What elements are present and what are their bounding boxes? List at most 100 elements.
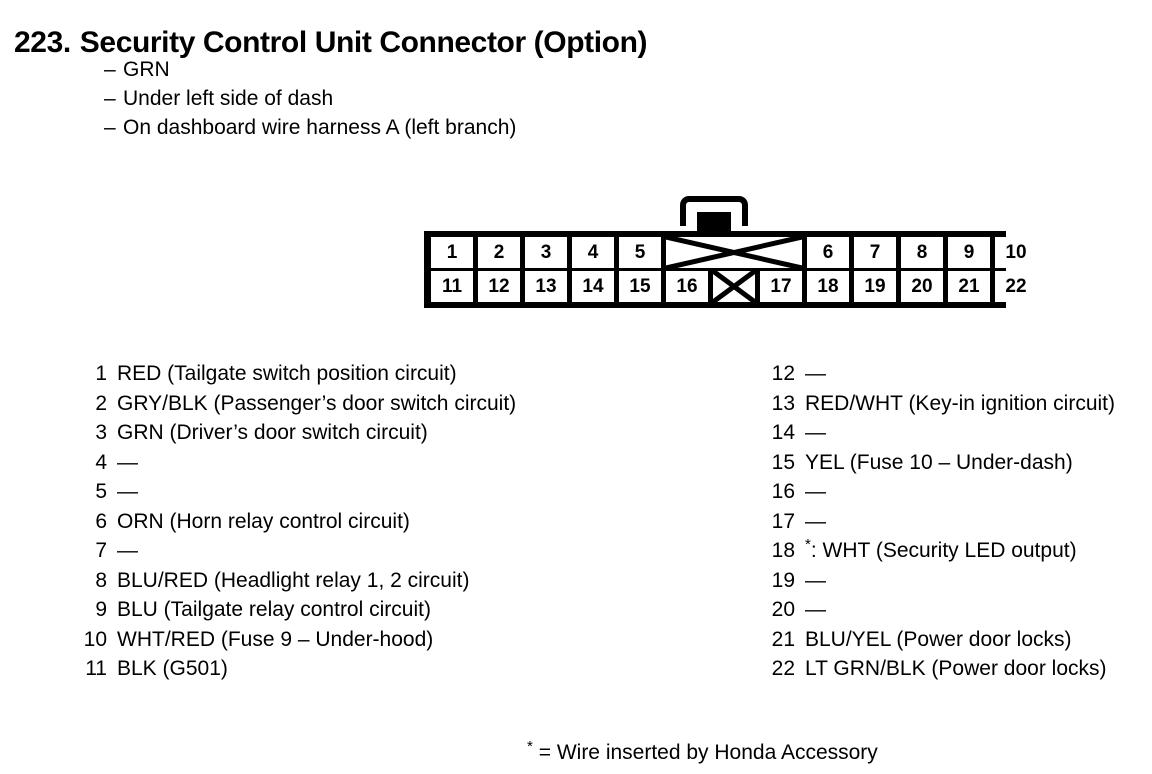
pin-description: — [117,480,138,503]
connector-pin-cell: 14 [572,271,614,302]
subtitle-line: –On dashboard wire harness A (left branc… [104,113,516,142]
connector-blank-cell [713,271,755,302]
pin-number: 3 [95,421,107,444]
pin-row: 8 BLU/RED (Headlight relay 1, 2 circuit) [78,566,516,596]
pin-row: 7— [78,536,516,566]
pin-number: 15 [771,450,795,474]
pin-description: — [117,450,138,474]
pin-description: — [805,509,826,533]
connector-pin-cell: 6 [807,237,849,268]
pin-row: 18 *: WHT (Security LED output) [766,536,1115,566]
connector-pin-cell: 5 [619,237,661,268]
pin-number: 4 [95,450,107,474]
pin-number: 22 [771,657,795,680]
connector-pin-cell: 9 [948,237,990,268]
pin-row: 3 GRN (Driver’s door switch circuit) [78,418,516,448]
connector-pin-cell: 3 [525,237,567,268]
connector-blank-cell [666,237,802,268]
pin-description-text: : WHT (Security LED output) [810,539,1077,562]
pin-description: GRN (Driver’s door switch circuit) [117,421,428,444]
subtitle-line-text: GRN [123,58,170,81]
connector-pin-cell: 19 [854,271,896,302]
pin-number: 2 [95,391,107,415]
subtitle-line-text: Under left side of dash [123,87,334,110]
pin-number: 8 [95,568,107,592]
pin-description: — [117,539,138,562]
connector-pin-cell: 20 [901,271,943,302]
pin-description: — [805,568,826,592]
connector-pin-cell: 2 [478,237,520,268]
pin-description: BLU/RED (Headlight relay 1, 2 circuit) [117,568,470,592]
pin-number: 9 [95,598,107,621]
subtitle-list: –GRN–Under left side of dash–On dashboar… [104,55,516,142]
pin-description: YEL (Fuse 10 – Under-dash) [805,450,1073,474]
connector-pin-cell: 8 [901,237,943,268]
pin-number: 14 [771,421,795,444]
connector-pin-cell: 22 [995,271,1037,302]
pin-number: 6 [95,509,107,533]
pin-number: 21 [771,627,795,651]
page-title-text: Security Control Unit Connector (Option) [79,26,648,60]
connector-latch-icon [680,196,748,236]
pin-row: 11 BLK (G501) [78,654,516,684]
connector-pin-cell: 17 [760,271,802,302]
pin-description: GRY/BLK (Passenger’s door switch circuit… [117,391,517,415]
pin-row: 12 — [766,359,1115,389]
pin-description: *: WHT (Security LED output) [805,536,1077,566]
pin-number: 5 [95,480,107,503]
pin-number: 20 [771,598,795,621]
pin-row: 19 — [766,566,1115,596]
pin-list-left: 1 RED (Tailgate switch position circuit) 2… [78,359,517,684]
pin-number: 13 [771,391,795,415]
pin-description: BLK (G501) [117,657,228,680]
pin-description: BLU (Tailgate relay control circuit) [117,598,431,621]
pin-row: 21 BLU/YEL (Power door locks) [766,625,1115,655]
pin-description: — [805,362,826,385]
connector-pin-cell: 1 [431,237,473,268]
pin-row: 4— [78,448,516,478]
pin-description: BLU/YEL (Power door locks) [805,627,1072,651]
connector-pin-cell: 21 [948,271,990,302]
pin-list-right: 12 — 13 RED/WHT (Key-in ignition circuit) 14… [766,359,1115,684]
pin-number: 11 [85,657,107,680]
bullet-dash-icon: – [104,116,116,139]
connector-pin-cell: 12 [478,271,520,302]
subtitle-line: –GRN [104,55,516,84]
footnote: * = Wire inserted by Honda Accessory [527,739,878,765]
connector-pin-cell: 18 [807,271,849,302]
pin-number: 19 [771,568,795,592]
pin-row: 9 BLU (Tailgate relay control circuit) [78,595,516,625]
connector-pin-cell: 7 [854,237,896,268]
pin-row: 1 RED (Tailgate switch position circuit) [78,359,516,389]
pin-description: — [805,480,826,503]
pin-row: 20— [766,595,1115,625]
pin-number: 12 [771,362,795,385]
pin-number: 1 [95,362,107,385]
pin-row: 13 RED/WHT (Key-in ignition circuit) [766,389,1115,419]
pin-number: 7 [95,539,107,562]
pin-row: 17 — [766,507,1115,537]
connector-pin-cell: 11 [431,271,473,302]
pin-row: 14— [766,418,1115,448]
subtitle-line: –Under left side of dash [104,84,516,113]
pin-asterisk-marker: * [805,536,811,553]
pin-number: 18 [771,539,795,562]
pin-row: 2 GRY/BLK (Passenger’s door switch circui… [78,389,516,419]
page-title: 223.Security Control Unit Connector (Opt… [14,26,648,60]
pin-number: 17 [771,509,795,533]
connector-pin-cell: 15 [619,271,661,302]
connector-pin-cell: 16 [666,271,708,302]
connector-pin-cell: 4 [572,237,614,268]
pin-description: RED (Tailgate switch position circuit) [117,362,457,385]
pin-description: RED/WHT (Key-in ignition circuit) [805,391,1116,415]
pin-number: 10 [83,627,107,651]
pin-row: 15 YEL (Fuse 10 – Under-dash) [766,448,1115,478]
connector-pin-cell: 10 [995,237,1037,268]
bullet-dash-icon: – [104,58,116,81]
latch-outer-shape [680,196,748,226]
